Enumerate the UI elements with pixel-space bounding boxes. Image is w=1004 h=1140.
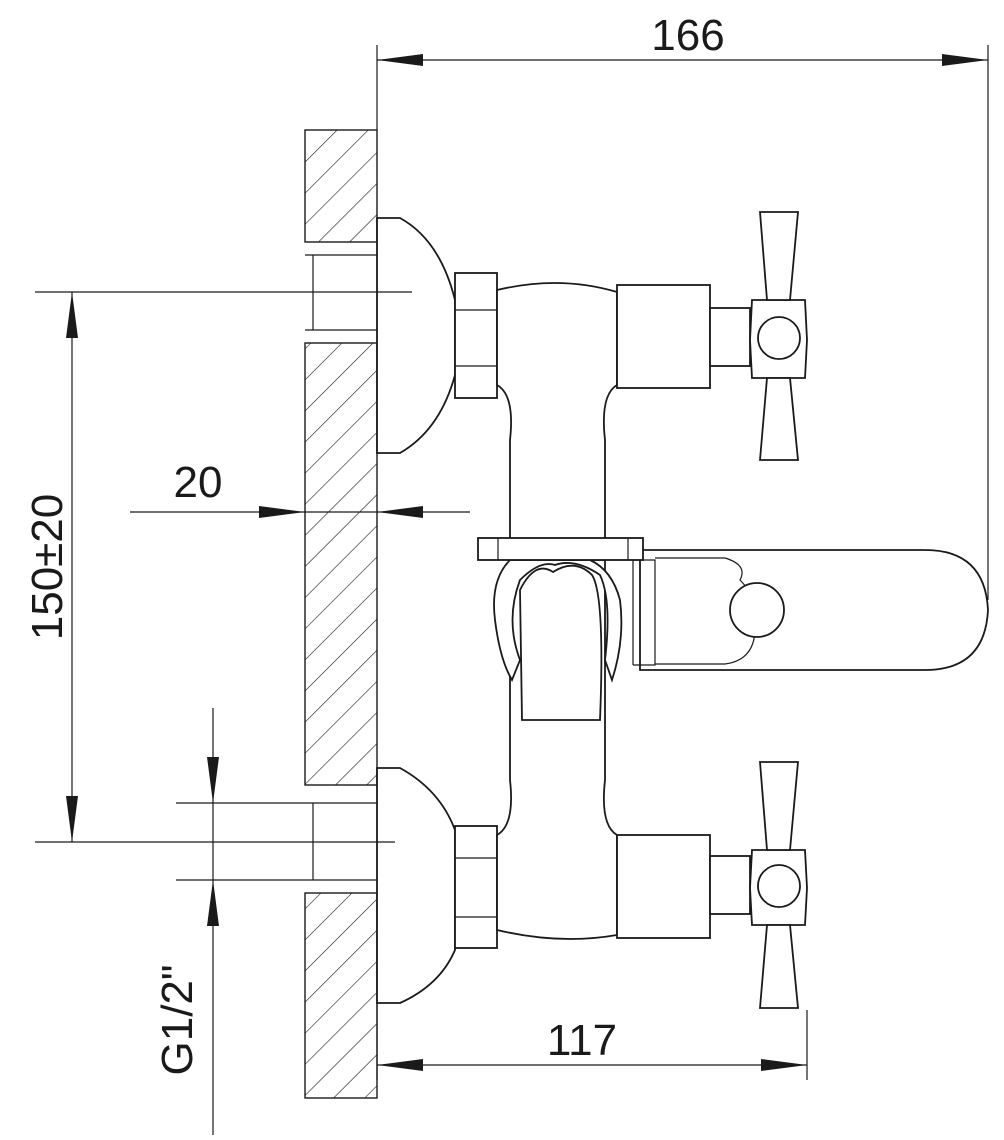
connector-nut-bottom bbox=[454, 825, 498, 949]
headpart-bottom bbox=[616, 834, 711, 939]
handle-arm-top-upper bbox=[759, 211, 799, 301]
spout-collar bbox=[632, 559, 656, 666]
dimension-label-150: 150±20 bbox=[23, 494, 72, 641]
handle-arm-top-lower bbox=[759, 377, 799, 461]
diverter-knob bbox=[729, 582, 785, 638]
dimension-inlet-spacing: 150±20 bbox=[23, 291, 412, 843]
dimension-label-20: 20 bbox=[174, 458, 223, 507]
diverter-housing bbox=[493, 559, 623, 683]
wall-segment-bottom bbox=[304, 892, 378, 1099]
escutcheon-top bbox=[376, 217, 456, 454]
wall-segment-top bbox=[304, 129, 378, 243]
diverter-lever bbox=[519, 564, 603, 721]
handle-hub-bottom bbox=[757, 864, 801, 908]
handle-top bbox=[616, 211, 808, 461]
handle-hub-top bbox=[757, 316, 801, 360]
handle-arm-bottom-lower bbox=[759, 924, 799, 1009]
dimension-wall-thickness: 20 bbox=[130, 458, 470, 518]
escutcheon-bottom bbox=[376, 767, 456, 1004]
diverter-plate bbox=[477, 537, 644, 561]
valve-body bbox=[496, 282, 618, 541]
headpart-top bbox=[616, 284, 711, 389]
handle-arm-bottom-upper bbox=[759, 761, 799, 851]
wall-segment-middle bbox=[304, 342, 378, 786]
dimension-label-117: 117 bbox=[547, 1016, 617, 1065]
handle-bottom bbox=[616, 761, 808, 1009]
dimension-label-thread: G1/2" bbox=[153, 964, 202, 1075]
wall-section bbox=[304, 129, 378, 1099]
dimension-thread-size: G1/2" bbox=[153, 708, 305, 1135]
dimension-handle-depth: 117 bbox=[376, 1003, 808, 1080]
spout bbox=[639, 549, 989, 671]
dimension-overall-depth: 166 bbox=[376, 11, 989, 600]
dimension-label-166: 166 bbox=[651, 11, 724, 60]
connector-nut-top bbox=[454, 272, 498, 399]
